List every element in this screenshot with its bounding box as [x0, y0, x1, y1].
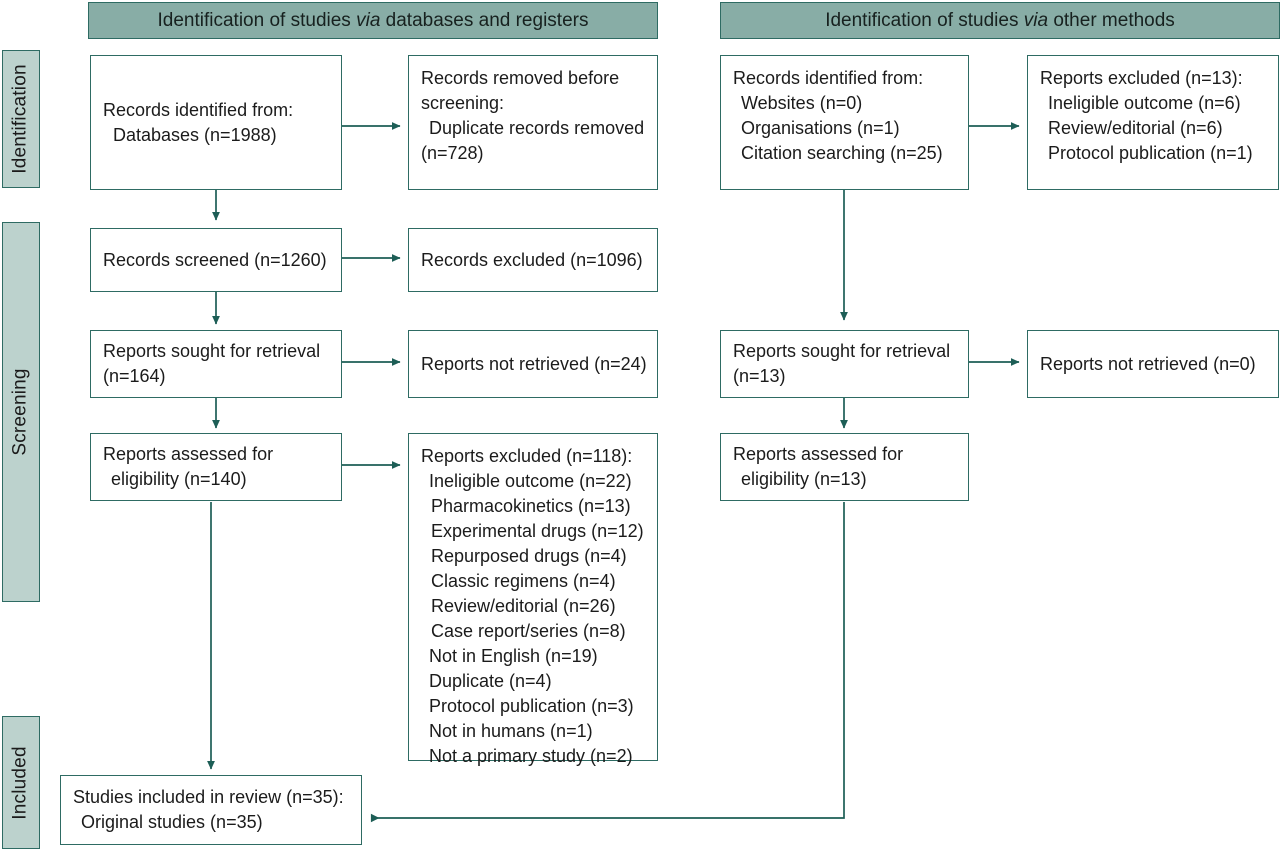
node-line: Records excluded (n=1096): [421, 249, 643, 270]
node-line: Repurposed drugs (n=4): [431, 546, 627, 566]
node-reports-not-retrieved[interactable]: Reports not retrieved (n=24): [408, 330, 658, 398]
node-line: Classic regimens (n=4): [431, 571, 616, 591]
node-reports-sought-other-methods[interactable]: Reports sought for retrieval (n=13): [720, 330, 969, 398]
stage-bar-screening: Screening: [2, 222, 40, 602]
node-reports-sought-for-retrieval[interactable]: Reports sought for retrieval (n=164): [90, 330, 342, 398]
node-line: Ineligible outcome (n=6): [1048, 93, 1241, 113]
node-line: Reports sought for retrieval: [733, 341, 951, 361]
column-header-databases: Identification of studies via databases …: [88, 2, 658, 39]
node-line: (n=13): [733, 366, 786, 386]
node-line: Duplicate records removed: [429, 118, 645, 138]
node-line: Duplicate (n=4): [429, 671, 552, 691]
node-line: Pharmacokinetics (n=13): [431, 496, 631, 516]
node-line: Reports not retrieved (n=0): [1040, 353, 1256, 374]
node-line: Records identified from:: [733, 68, 924, 88]
column-header-databases-text: Identification of studies via databases …: [157, 9, 589, 31]
node-line: Reports excluded (n=118):: [421, 446, 633, 466]
node-line: Protocol publication (n=1): [1048, 143, 1253, 163]
stage-bar-included: Included: [2, 716, 40, 849]
node-line: Reports assessed for: [103, 444, 274, 464]
node-reports-excluded-detail[interactable]: Reports excluded (n=118): Ineligible out…: [408, 433, 658, 766]
stage-bar-identification: Identification: [2, 50, 40, 188]
node-line: Review/editorial (n=26): [431, 596, 616, 616]
node-reports-assessed-other-methods[interactable]: Reports assessed for eligibility (n=13): [720, 433, 969, 501]
node-line: Not in English (n=19): [429, 646, 598, 666]
node-line: (n=728): [421, 143, 484, 163]
node-line: Records screened (n=1260): [103, 249, 327, 270]
column-header-other-methods-text: Identification of studies via other meth…: [825, 9, 1175, 31]
node-reports-excluded-other-methods[interactable]: Reports excluded (n=13): Ineligible outc…: [1027, 55, 1279, 190]
node-records-identified-databases[interactable]: Records identified from: Databases (n=19…: [90, 55, 342, 190]
node-records-identified-other-methods[interactable]: Records identified from: Websites (n=0) …: [720, 55, 969, 190]
node-line: Ineligible outcome (n=22): [429, 471, 632, 491]
edge-otherassessed-arrowhead: [370, 813, 380, 823]
node-reports-not-retrieved-other-methods[interactable]: Reports not retrieved (n=0): [1027, 330, 1279, 398]
node-records-excluded[interactable]: Records excluded (n=1096): [408, 228, 658, 292]
node-line: Citation searching (n=25): [741, 143, 943, 163]
node-line: (n=164): [103, 366, 166, 386]
node-line: Case report/series (n=8): [431, 621, 626, 641]
node-line: Not in humans (n=1): [429, 721, 593, 741]
node-line: Records identified from:: [103, 99, 294, 120]
node-reports-assessed-for-eligibility[interactable]: Reports assessed for eligibility (n=140): [90, 433, 342, 501]
stage-label-screening: Screening: [10, 368, 32, 456]
node-line: Organisations (n=1): [741, 118, 900, 138]
node-line: eligibility (n=140): [111, 469, 247, 489]
column-header-other-methods: Identification of studies via other meth…: [720, 2, 1280, 39]
node-line: Original studies (n=35): [81, 812, 263, 832]
node-line: Databases (n=1988): [113, 124, 277, 145]
node-line: Experimental drugs (n=12): [431, 521, 644, 541]
node-line: Reports not retrieved (n=24): [421, 353, 647, 374]
stage-label-included: Included: [10, 745, 31, 820]
node-line: Records removed before: [421, 68, 620, 88]
node-line: Not a primary study (n=2): [429, 746, 633, 766]
node-line: Protocol publication (n=3): [429, 696, 634, 716]
node-line: Review/editorial (n=6): [1048, 118, 1223, 138]
stage-label-identification: Identification: [10, 64, 32, 174]
node-line: Studies included in review (n=35):: [73, 787, 344, 807]
node-line: Reports sought for retrieval: [103, 341, 321, 361]
node-line: Reports assessed for: [733, 444, 904, 464]
node-records-removed-before-screening[interactable]: Records removed before screening: Duplic…: [408, 55, 658, 190]
node-line: eligibility (n=13): [741, 469, 867, 489]
node-records-screened[interactable]: Records screened (n=1260): [90, 228, 342, 292]
node-line: screening:: [421, 93, 505, 113]
node-studies-included-in-review[interactable]: Studies included in review (n=35): Origi…: [60, 775, 362, 845]
node-line: Websites (n=0): [741, 93, 863, 113]
node-line: Reports excluded (n=13):: [1040, 68, 1243, 88]
